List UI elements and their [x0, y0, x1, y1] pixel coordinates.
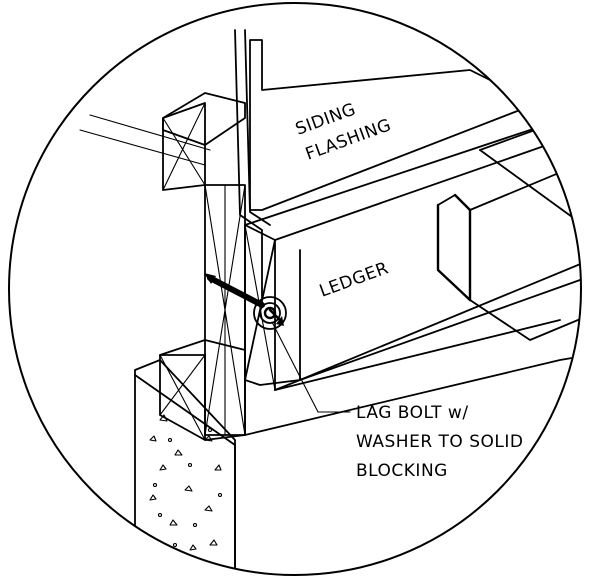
rim-joist [204, 184, 246, 436]
ledger-board [244, 109, 581, 391]
detail-circle [8, 2, 582, 576]
callout-line2: WASHER TO SOLID [356, 432, 523, 452]
concrete-aggregate [149, 414, 223, 551]
sheathing-lines [79, 114, 211, 166]
label-ledger: LEDGER [317, 258, 392, 301]
callout-leader [271, 321, 351, 413]
top-plate [162, 92, 246, 191]
deck-joist [479, 109, 581, 231]
callout-line1: LAG BOLT w/ [356, 403, 469, 423]
callout-line3: BLOCKING [356, 461, 448, 481]
washer [253, 296, 287, 330]
concrete-foundation [134, 359, 236, 575]
lag-bolt [204, 273, 284, 326]
